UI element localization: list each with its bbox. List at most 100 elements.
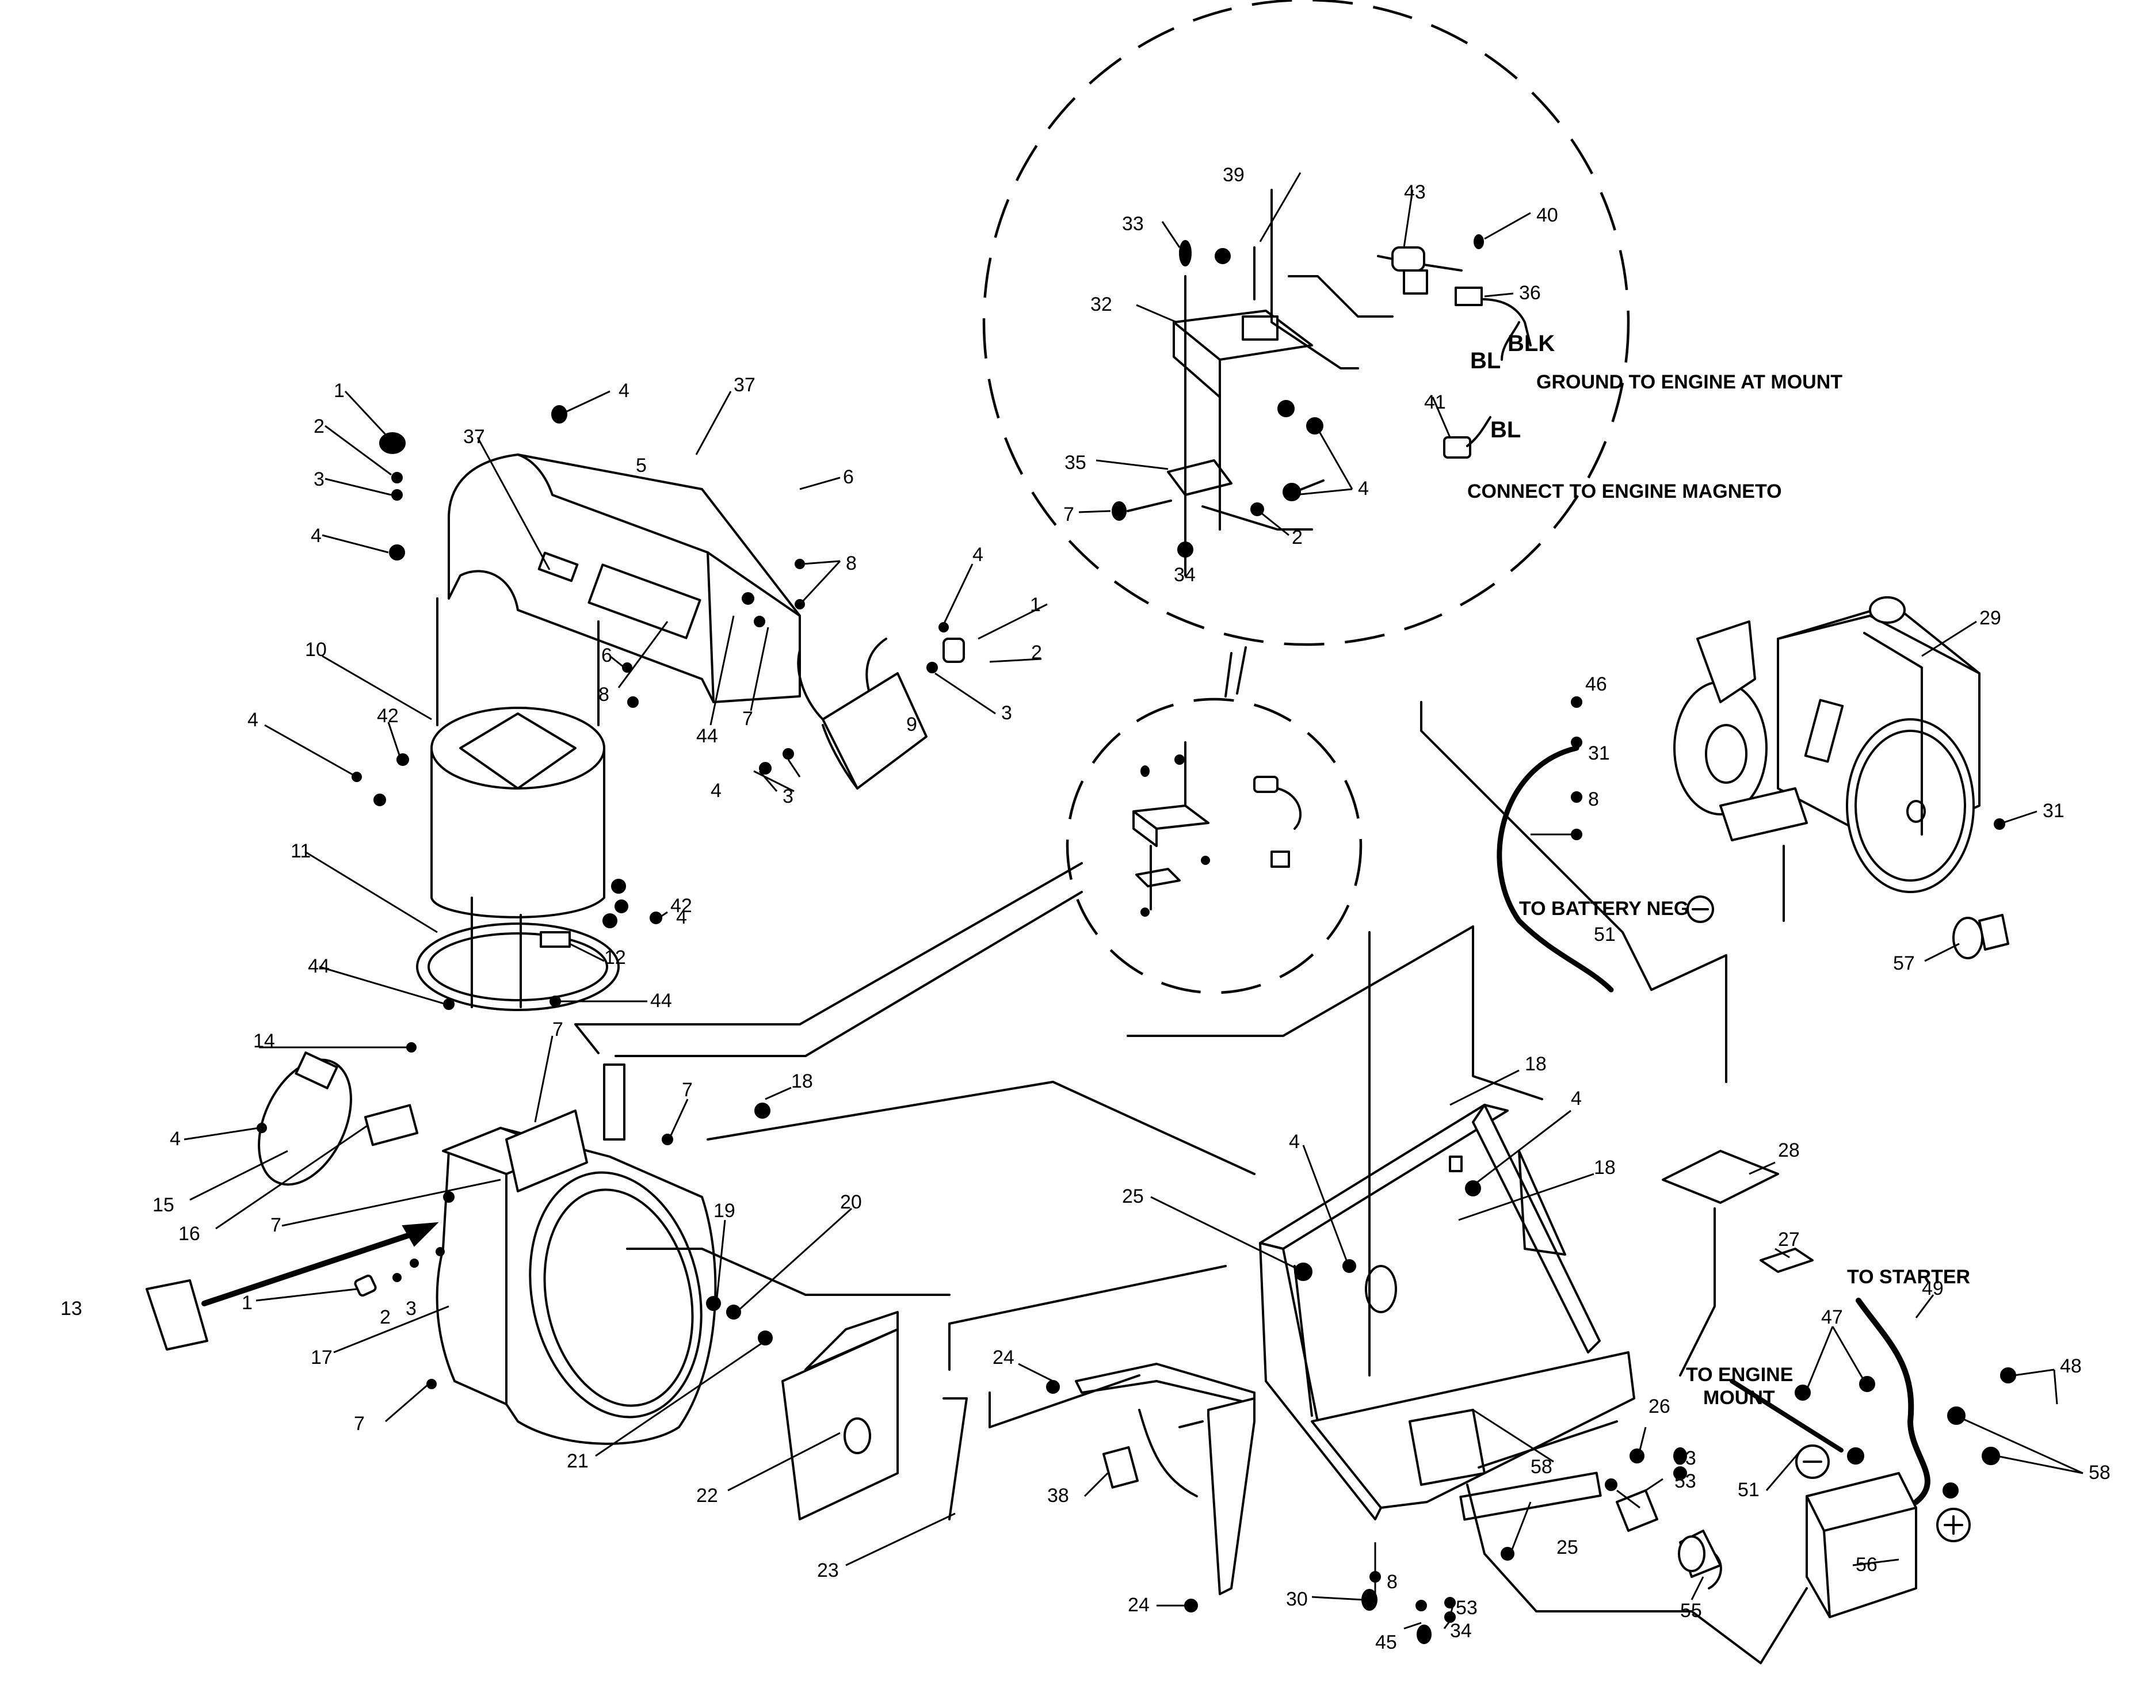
label: 40 [1536, 204, 1558, 226]
label: 2 [314, 415, 325, 437]
part-24-linkage [1075, 1363, 1256, 1595]
label: 18 [1525, 1053, 1547, 1075]
label: 51 [1594, 924, 1616, 946]
label: 47 [1821, 1306, 1843, 1328]
label: 25 [1556, 1537, 1578, 1558]
label: 58 [2089, 1462, 2111, 1484]
label: 55 [1680, 1600, 1702, 1622]
detail-connector-line [1224, 652, 1232, 697]
label: 2 [1031, 642, 1042, 664]
label: 3 [1001, 702, 1012, 724]
label: 7 [354, 1413, 365, 1435]
label: 2 [1292, 527, 1303, 548]
label: 8 [846, 552, 857, 574]
part-15-guard [258, 1051, 352, 1186]
part-13-decal [146, 1279, 208, 1351]
label: 19 [713, 1200, 735, 1222]
label: 30 [1286, 1588, 1308, 1610]
label: 4 [676, 906, 687, 928]
label: 23 [817, 1560, 839, 1581]
label: 4 [247, 709, 258, 731]
label: 57 [1893, 952, 1915, 974]
part-38-decal [1102, 1446, 1139, 1489]
label: 33 [1122, 213, 1144, 235]
part-36-connector [1455, 287, 1483, 306]
label: 4 [972, 544, 983, 566]
part-49-cable [1856, 1298, 1930, 1505]
label: 8 [598, 684, 609, 706]
part-41-magneto-connector [1443, 436, 1471, 459]
part-number-labels: 1 2 3 4 4 37 37 5 6 8 6 8 44 7 4 1 2 3 9… [60, 164, 2111, 1653]
label: 3 [783, 786, 793, 807]
wire-harness [574, 862, 1083, 1054]
label: 37 [463, 426, 485, 448]
part-51-cable [1730, 1379, 1844, 1452]
label: 41 [1424, 391, 1446, 413]
part-43-ignition-switch [1377, 246, 1463, 295]
label: 12 [604, 947, 626, 969]
label: 16 [178, 1223, 200, 1245]
label: 4 [1571, 1088, 1582, 1110]
part-27-decal [1760, 1248, 1814, 1273]
label: 48 [2060, 1355, 2082, 1377]
part-9-deflector [797, 638, 965, 790]
label: 44 [650, 990, 672, 1012]
part-6-decal [587, 563, 701, 639]
label: 24 [993, 1347, 1014, 1368]
wire-color-blk: BLK [1508, 331, 1555, 356]
part-29-engine [1673, 596, 1981, 922]
part-17-blower-housing [436, 1063, 717, 1445]
label: 2 [380, 1306, 391, 1328]
minus-circle-icon [1795, 1444, 1830, 1479]
ignition-switch-assembly-detail [1112, 189, 1532, 577]
label: 4 [619, 380, 629, 402]
part-35-bracket [1167, 459, 1232, 496]
wire-color-bl: BL [1470, 348, 1501, 373]
wiring-small-detail [1132, 741, 1302, 917]
part-10-tube [430, 597, 605, 918]
label: 22 [696, 1485, 718, 1507]
label: 42 [670, 895, 692, 917]
label: 8 [1387, 1571, 1398, 1593]
label: 26 [1649, 1396, 1670, 1417]
label: 33 [1674, 1447, 1696, 1469]
part-1-knob [379, 432, 406, 454]
label: 45 [1375, 1631, 1397, 1653]
label: 31 [2043, 800, 2065, 822]
label: 14 [253, 1030, 275, 1052]
label: 6 [601, 645, 612, 666]
label: 56 [1856, 1554, 1878, 1576]
label: 3 [406, 1298, 417, 1320]
part-51-ground-cable [1497, 745, 1614, 993]
label: 44 [696, 725, 718, 747]
label: 1 [1030, 594, 1041, 616]
label: 34 [1450, 1620, 1472, 1642]
part-58-strap [1459, 1471, 1602, 1521]
label: 7 [1063, 504, 1074, 525]
label: 28 [1778, 1139, 1800, 1161]
label: 4 [311, 525, 322, 547]
label: 43 [1404, 181, 1426, 203]
label: 7 [742, 708, 753, 730]
label: 4 [170, 1128, 181, 1150]
label: 1 [334, 380, 345, 402]
label: 15 [152, 1194, 174, 1216]
label: 27 [1778, 1229, 1800, 1250]
label: 8 [1588, 788, 1599, 810]
label: 10 [305, 639, 327, 661]
leader-lines [184, 172, 2084, 1630]
label: 58 [1531, 1456, 1552, 1478]
label: 18 [1594, 1157, 1616, 1179]
mount-note: MOUNT [1703, 1387, 1775, 1409]
label: 34 [1174, 564, 1196, 586]
label: 25 [1122, 1185, 1144, 1207]
part-55-bracket [1616, 1489, 1722, 1589]
to-engine-note: TO ENGINE [1686, 1364, 1793, 1386]
label: 11 [291, 840, 311, 862]
battery-neg-note: TO BATTERY NEG [1519, 898, 1689, 920]
part-11-12-ring [416, 897, 620, 1011]
label: 9 [906, 714, 917, 735]
label: 13 [60, 1298, 82, 1320]
part-26-frame [1259, 1104, 1635, 1521]
